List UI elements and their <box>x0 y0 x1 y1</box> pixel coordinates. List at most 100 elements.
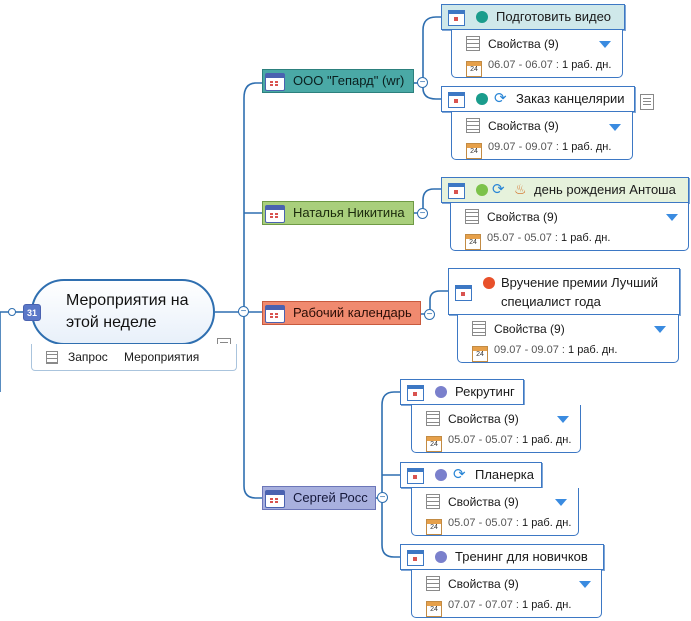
task-den-rozhdeniya[interactable]: ⟳ ♨ день рождения Антоша <box>441 177 689 203</box>
chevron-down-icon[interactable] <box>555 499 567 506</box>
task-properties-panel: Свойства (9) 24 05.07 - 05.07 : 1 раб. дн… <box>411 405 581 453</box>
task-properties-panel: Свойства (9) 24 09.07 - 09.07 : 1 раб. дн… <box>457 315 679 363</box>
status-dot <box>435 551 447 563</box>
calendar-icon <box>265 490 285 508</box>
branch-label: ООО "Гепард" (wr) <box>293 73 405 88</box>
chevron-down-icon[interactable] <box>557 416 569 423</box>
calendar-24-icon: 24 <box>426 519 442 535</box>
branch-rabochiy-kalendar[interactable]: Рабочий календарь <box>262 301 421 325</box>
chevron-down-icon[interactable] <box>599 41 611 48</box>
collapse-toggle-sergey[interactable]: − <box>377 492 388 503</box>
task-properties-panel: Свойства (9) 24 07.07 - 07.07 : 1 раб. дн… <box>411 570 602 618</box>
root-topic[interactable] <box>31 279 215 345</box>
chevron-down-icon[interactable] <box>609 124 621 131</box>
task-zakaz-kantselyarii[interactable]: ⟳ Заказ канцелярии <box>441 86 635 112</box>
calendar-icon <box>265 73 285 91</box>
calendar-24-icon: 24 <box>466 143 482 159</box>
chevron-down-icon[interactable] <box>654 326 666 333</box>
properties-label[interactable]: Свойства (9) <box>448 412 519 426</box>
calendar-31-icon: 31 <box>23 304 41 321</box>
calendar-24-icon: 24 <box>472 346 488 362</box>
branch-gepard[interactable]: ООО "Гепард" (wr) <box>262 69 414 93</box>
recurring-sync-icon: ⟳ <box>453 466 466 483</box>
calendar-task-icon <box>448 92 465 108</box>
branch-sergey-ross[interactable]: Сергей Росс <box>262 486 376 510</box>
task-properties-panel: Свойства (9) 24 05.07 - 05.07 : 1 раб. дн… <box>450 203 689 251</box>
properties-list-icon <box>466 118 480 133</box>
branch-label: Рабочий календарь <box>293 305 412 320</box>
task-dates: 09.07 - 09.07 : <box>488 141 559 153</box>
task-label-line1: Вручение премии Лучший <box>501 275 659 290</box>
properties-list-icon <box>472 321 486 336</box>
calendar-task-icon <box>448 10 465 26</box>
task-label-line2: специалист года <box>501 294 601 309</box>
properties-label[interactable]: Свойства (9) <box>448 495 519 509</box>
note-icon[interactable] <box>640 94 654 110</box>
calendar-24-icon: 24 <box>465 234 481 250</box>
task-duration: 1 раб. дн. <box>522 434 572 446</box>
calendar-task-icon <box>407 468 424 484</box>
chevron-down-icon[interactable] <box>579 581 591 588</box>
task-trening[interactable]: Тренинг для новичков <box>400 544 604 570</box>
calendar-24-icon: 24 <box>426 436 442 452</box>
calendar-24-icon: 24 <box>466 61 482 77</box>
task-dates: 05.07 - 05.07 : <box>448 517 519 529</box>
task-dates: 06.07 - 06.07 : <box>488 59 559 71</box>
task-label: Подготовить видео <box>496 9 612 24</box>
task-duration: 1 раб. дн. <box>561 232 611 244</box>
task-duration: 1 раб. дн. <box>562 141 612 153</box>
collapse-toggle-gepard[interactable]: − <box>417 77 428 88</box>
properties-list-icon <box>465 209 479 224</box>
calendar-task-icon <box>455 285 472 301</box>
task-properties-panel: Свойства (9) 24 05.07 - 05.07 : 1 раб. дн… <box>411 488 579 536</box>
collapse-toggle-natalia[interactable]: − <box>417 208 428 219</box>
task-label: день рождения Антоша <box>534 182 676 197</box>
properties-list-icon <box>466 36 480 51</box>
birthday-cake-icon: ♨ <box>514 181 527 197</box>
task-duration: 1 раб. дн. <box>568 344 618 356</box>
properties-label[interactable]: Свойства (9) <box>487 210 558 224</box>
task-rekruting[interactable]: Рекрутинг <box>400 379 524 405</box>
task-vruchenie-premii[interactable]: Вручение премии Лучший специалист года <box>448 268 680 315</box>
status-dot <box>476 93 488 105</box>
task-planerka[interactable]: ⟳ Планерка <box>400 462 542 488</box>
status-dot <box>483 277 495 289</box>
task-dates: 05.07 - 05.07 : <box>448 434 519 446</box>
task-label: Заказ канцелярии <box>516 91 625 106</box>
branch-label: Сергей Росс <box>293 490 368 505</box>
task-duration: 1 раб. дн. <box>562 59 612 71</box>
task-dates: 05.07 - 05.07 : <box>487 232 558 244</box>
branch-label: Наталья Никитина <box>293 205 405 220</box>
properties-label[interactable]: Свойства (9) <box>448 577 519 591</box>
collapse-toggle-root[interactable]: − <box>238 306 249 317</box>
status-dot <box>435 386 447 398</box>
task-properties-panel: Свойства (9) 24 09.07 - 09.07 : 1 раб. дн… <box>451 112 633 160</box>
status-dot <box>476 184 488 196</box>
collapse-toggle-rabochiy[interactable]: − <box>424 309 435 320</box>
task-duration: 1 раб. дн. <box>522 599 572 611</box>
task-podgotovit-video[interactable]: Подготовить видео <box>441 4 625 30</box>
task-dates: 09.07 - 09.07 : <box>494 344 565 356</box>
task-label: Рекрутинг <box>455 384 515 399</box>
recurring-sync-icon: ⟳ <box>492 181 505 198</box>
calendar-task-icon <box>407 550 424 566</box>
task-duration: 1 раб. дн. <box>522 517 572 529</box>
branch-natalia[interactable]: Наталья Никитина <box>262 201 414 225</box>
properties-list-icon <box>426 576 440 591</box>
properties-label[interactable]: Свойства (9) <box>488 37 559 51</box>
task-dates: 07.07 - 07.07 : <box>448 599 519 611</box>
properties-label[interactable]: Свойства (9) <box>494 322 565 336</box>
query-value: Мероприятия <box>124 350 200 364</box>
chevron-down-icon[interactable] <box>666 214 678 221</box>
calendar-task-icon <box>448 183 465 199</box>
root-topic-title: Мероприятия на этой неделе <box>66 292 189 331</box>
calendar-24-icon: 24 <box>426 601 442 617</box>
properties-label[interactable]: Свойства (9) <box>488 119 559 133</box>
status-dot <box>476 11 488 23</box>
query-label: Запрос <box>68 350 108 364</box>
calendar-icon <box>265 305 285 323</box>
root-query-panel: Запрос Мероприятия <box>31 344 237 371</box>
left-connector-circle <box>8 308 16 316</box>
task-label: Планерка <box>475 467 535 482</box>
